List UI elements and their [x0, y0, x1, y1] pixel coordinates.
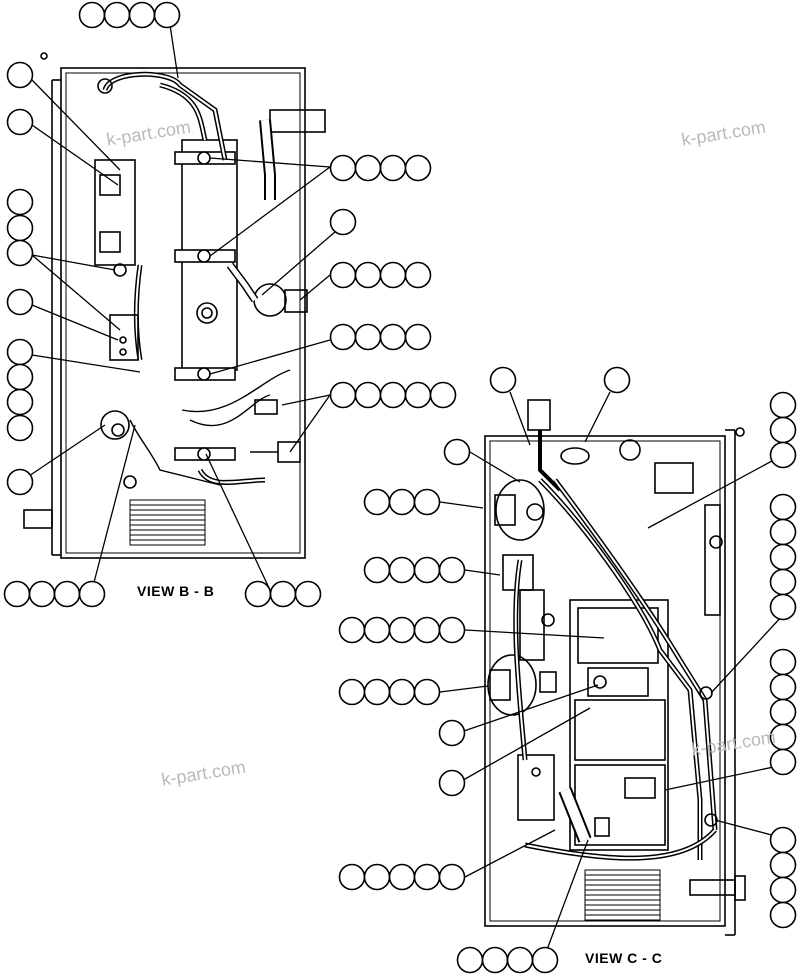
- callouts-c: [338, 366, 797, 974]
- main-module-c: [569, 599, 669, 851]
- view-b-b: [23, 52, 326, 559]
- motor-upper-c: [495, 479, 545, 541]
- motor-lower-c: [487, 654, 537, 716]
- cabinet-outline-c: [484, 435, 726, 927]
- view-c-c-label: VIEW C - C: [585, 950, 663, 966]
- heatsink-c: [584, 869, 661, 921]
- leaders-b: [19, 24, 344, 591]
- leaders-c: [439, 391, 784, 956]
- view-b-b-label: VIEW B - B: [137, 583, 215, 599]
- cabinet-outline-b: [60, 67, 306, 559]
- view-c-c: [484, 399, 746, 936]
- control-board-b: [94, 159, 136, 266]
- heatsink-b: [129, 499, 206, 546]
- callouts-b: [3, 1, 457, 608]
